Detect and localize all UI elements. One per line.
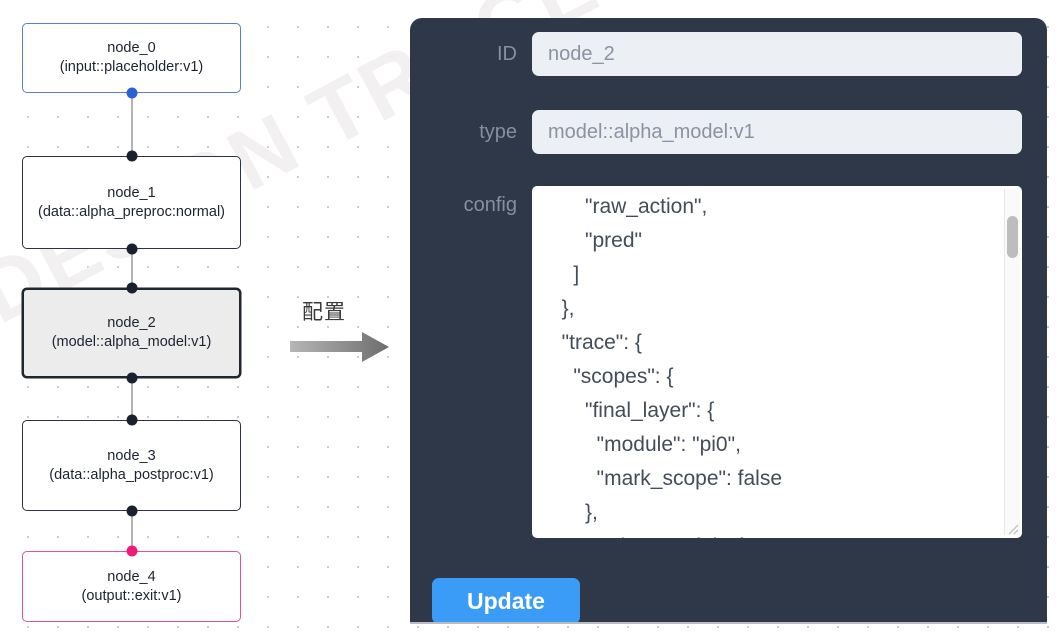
node_3-output-port[interactable] xyxy=(126,505,138,517)
node_4-input-port[interactable] xyxy=(126,545,138,557)
node-id: node_2 xyxy=(107,315,156,331)
field-row-config: config "raw_action", "pred" ] }, "trace"… xyxy=(410,186,1047,538)
node-label: node_4(output::exit:v1) xyxy=(29,568,234,606)
config-textarea[interactable]: "raw_action", "pred" ] }, "trace": { "sc… xyxy=(532,186,1022,538)
node-type: (model::alpha_model:v1) xyxy=(51,334,212,350)
node-type: (data::alpha_postproc:v1) xyxy=(49,466,214,483)
node-type: (input::placeholder:v1) xyxy=(59,59,204,75)
edge-node3-node4 xyxy=(131,511,133,551)
resize-handle-icon[interactable] xyxy=(1005,521,1019,535)
graph-node-node_1[interactable]: node_1(data::alpha_preproc:normal) xyxy=(22,156,241,249)
config-field-label: config xyxy=(463,194,517,216)
config-textarea-wrapper: "raw_action", "pred" ] }, "trace": { "sc… xyxy=(532,186,1022,538)
node-id: node_3 xyxy=(107,447,156,464)
node-label: node_3(data::alpha_postproc:v1) xyxy=(29,447,234,485)
id-field-label: ID xyxy=(497,42,517,65)
node_0-output-port[interactable] xyxy=(126,87,138,99)
edge-node0-node1 xyxy=(131,88,133,156)
node_1-input-port[interactable] xyxy=(126,150,138,162)
config-scrollbar-thumb[interactable] xyxy=(1007,216,1018,258)
node_3-input-port[interactable] xyxy=(126,414,138,426)
field-row-type: type xyxy=(410,110,1047,154)
right-arrow-icon xyxy=(290,332,389,362)
graph-node-node_3[interactable]: node_3(data::alpha_postproc:v1) xyxy=(22,420,241,511)
node-config-panel: ID type config "raw_action", "pred" ] },… xyxy=(410,18,1047,622)
node_2-output-port[interactable] xyxy=(126,372,138,384)
type-input[interactable] xyxy=(532,110,1022,154)
type-field-label: type xyxy=(479,120,517,143)
node-label: node_1(data::alpha_preproc:normal) xyxy=(29,184,234,222)
panel-bottom-edge xyxy=(410,622,1047,624)
graph-node-node_4[interactable]: node_4(output::exit:v1) xyxy=(22,551,241,622)
node_2-input-port[interactable] xyxy=(126,282,138,294)
transition-annotation: 配置 xyxy=(288,296,398,366)
node-id: node_0 xyxy=(107,40,156,56)
node-label: node_2(model::alpha_model:v1) xyxy=(30,314,233,352)
graph-node-node_2[interactable]: node_2(model::alpha_model:v1) xyxy=(22,288,241,378)
node-id: node_1 xyxy=(107,184,156,201)
transition-label: 配置 xyxy=(302,300,346,324)
node-id: node_4 xyxy=(107,568,156,585)
graph-node-node_0[interactable]: node_0(input::placeholder:v1) xyxy=(22,23,241,93)
node-label: node_0(input::placeholder:v1) xyxy=(29,39,234,77)
edge-node1-node2 xyxy=(131,249,133,288)
update-button[interactable]: Update xyxy=(432,578,580,622)
node_1-output-port[interactable] xyxy=(126,243,138,255)
id-input[interactable] xyxy=(532,32,1022,76)
edge-node2-node3 xyxy=(131,378,133,420)
config-scrollbar-track[interactable] xyxy=(1004,189,1020,535)
node-type: (data::alpha_preproc:normal) xyxy=(38,203,225,220)
node-type: (output::exit:v1) xyxy=(81,587,182,604)
field-row-id: ID xyxy=(410,32,1047,76)
